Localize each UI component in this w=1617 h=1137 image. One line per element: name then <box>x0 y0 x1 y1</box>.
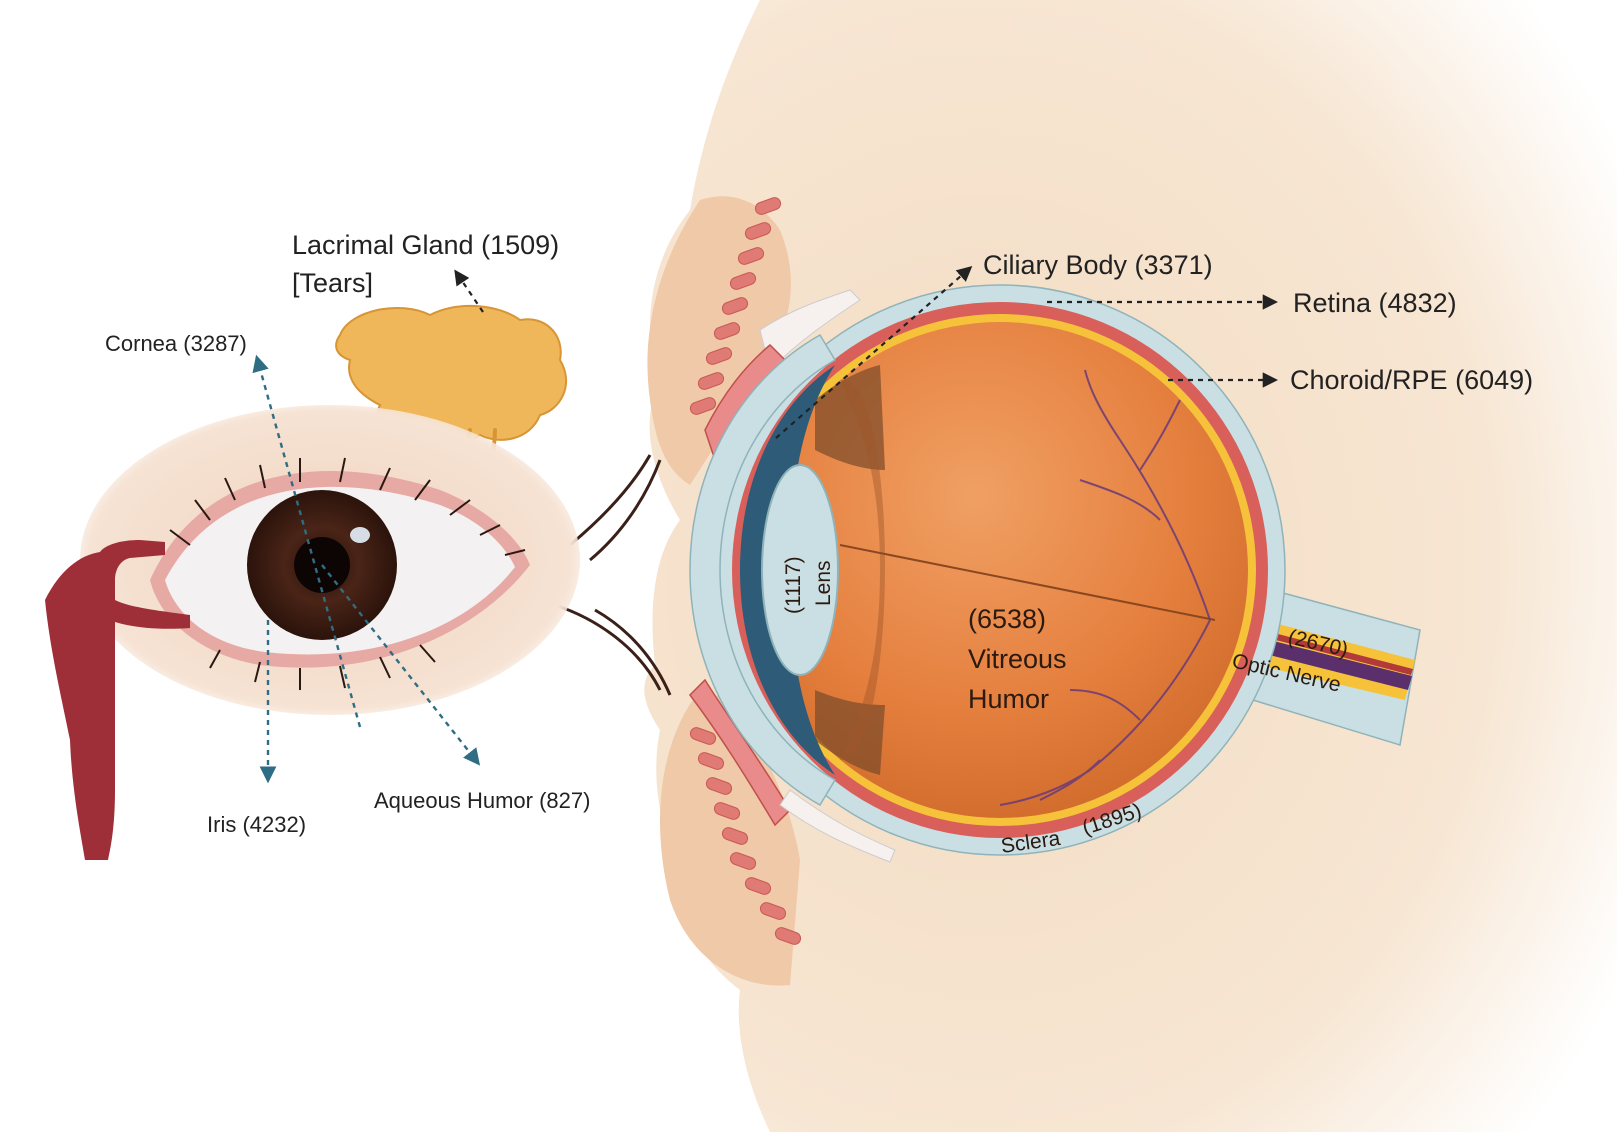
cornea <box>689 333 837 807</box>
label-choroid-rpe: Choroid/RPE (6049) <box>1290 365 1533 395</box>
label-lens-count: (1117) <box>782 556 805 614</box>
labels: Lacrimal Gland (1509) [Tears] Cornea (32… <box>105 230 1533 858</box>
label-retina: Retina (4832) <box>1293 288 1457 318</box>
aqueous-arrow <box>321 564 481 766</box>
label-vitreous-line2: Humor <box>968 684 1049 714</box>
retinal-vessels <box>999 369 1211 806</box>
lacrimal-arrow <box>454 269 484 313</box>
label-vitreous-count: (6538) <box>968 604 1046 634</box>
lacrimal-duct <box>45 540 190 860</box>
annotation-arrows <box>252 265 1279 784</box>
label-tears: [Tears] <box>292 268 373 298</box>
label-lacrimal-gland: Lacrimal Gland (1509) <box>292 230 559 260</box>
sagittal-eyelashes <box>554 454 672 696</box>
lens <box>761 464 839 676</box>
label-lens: Lens <box>812 560 835 606</box>
eyeball <box>689 284 1421 856</box>
label-vitreous-line1: Vitreous <box>968 644 1067 674</box>
label-aqueous-humor: Aqueous Humor (827) <box>374 788 590 813</box>
frontal-eye <box>45 405 580 860</box>
label-iris: Iris (4232) <box>207 812 306 837</box>
label-ciliary-body: Ciliary Body (3371) <box>983 250 1213 280</box>
ciliary-arrow <box>775 265 973 439</box>
cornea-arrow <box>252 354 362 728</box>
label-cornea: Cornea (3287) <box>105 331 247 356</box>
muscle-segments <box>689 197 802 945</box>
